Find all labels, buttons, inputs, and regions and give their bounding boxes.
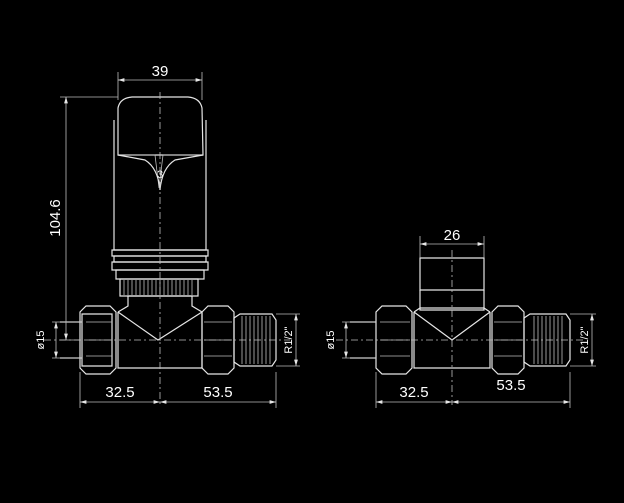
dim-thread: R1/2" [283, 326, 295, 353]
thermostatic-head [111, 96, 209, 297]
front-view: 3 39 104.6 [35, 63, 300, 408]
dim-pipe-diameter-side: ø15 [325, 331, 337, 350]
dim-right-length-side: 53.5 [496, 377, 525, 394]
dim-right-length: 53.5 [203, 384, 232, 401]
head-mark: 3 [157, 169, 163, 181]
dim-width-top-side: 26 [444, 227, 461, 244]
valve-body-side [350, 257, 571, 375]
valve-body [60, 295, 277, 375]
side-view: 26 ø15 R1/2" 32.5 53.5 [325, 227, 596, 408]
dim-left-length-side: 32.5 [399, 384, 428, 401]
dim-width-top: 39 [152, 63, 169, 80]
dim-pipe-diameter: ø15 [35, 331, 47, 350]
dim-height: 104.6 [47, 199, 64, 237]
dim-thread-side: R1/2" [579, 326, 591, 353]
dim-left-length: 32.5 [105, 384, 134, 401]
